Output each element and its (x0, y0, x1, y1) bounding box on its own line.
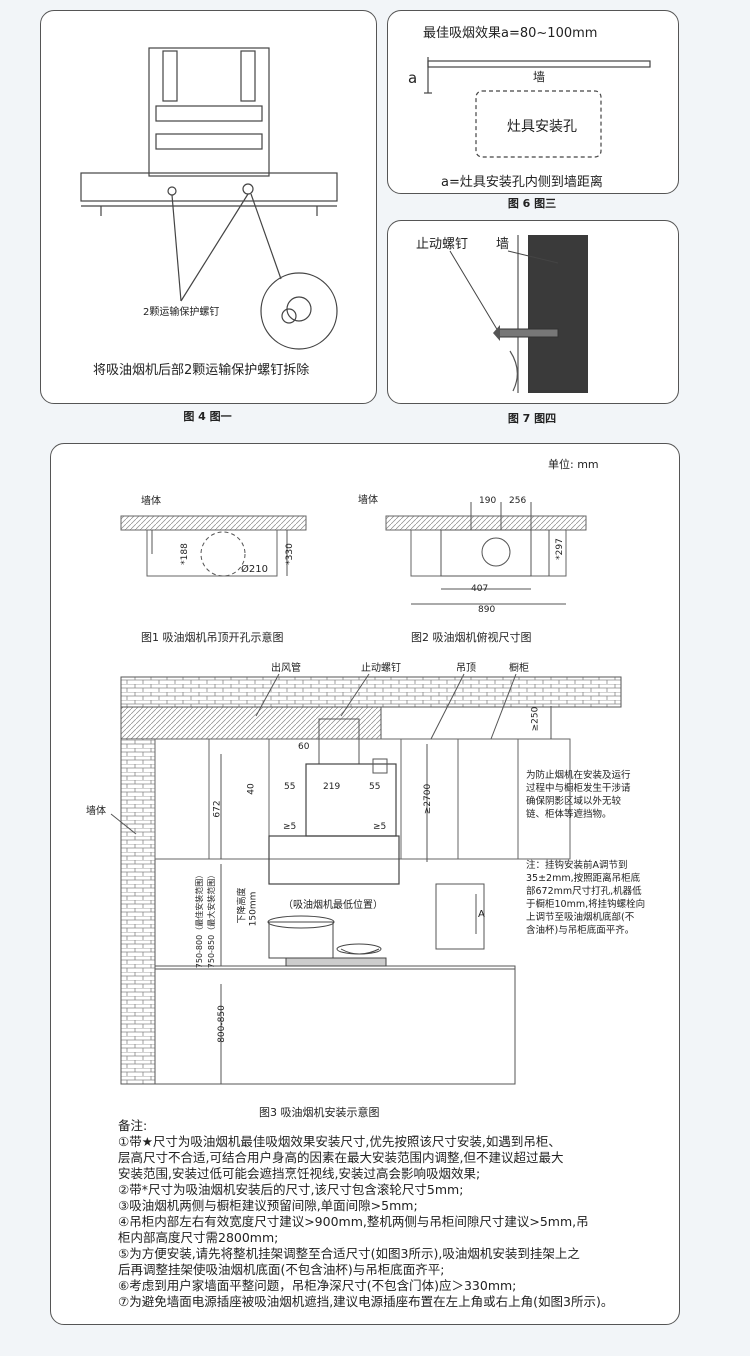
f3-d55a: 55 (284, 782, 296, 792)
note-a-line: 于橱柜10mm,将挂钩螺栓向 (526, 899, 646, 910)
note-line: 备注: (118, 1118, 148, 1133)
note-line: ③吸油烟机两侧与橱柜建议预留间隙,单面间隙>5mm; (118, 1198, 418, 1213)
fig7-screw: 止动螺钉 (416, 237, 469, 252)
f3-note-a: 注：挂钩安装前A调节到 35±2mm,按照距离吊柜底 部672mm尺寸打孔,机器… (526, 859, 645, 937)
fig6-drawing (424, 57, 651, 158)
f3-wall: 墙体 (86, 806, 106, 817)
note-a-line: 部672mm尺寸打孔,机器低 (526, 886, 642, 897)
fig6-panel: 最佳吸烟效果a=80~100mm a 墙 灶具安装孔 a=灶具安装孔内侧到墙距离 (387, 10, 679, 194)
f3-d60: 60 (298, 742, 310, 752)
fig6-title: 最佳吸烟效果a=80~100mm (423, 26, 598, 41)
fig6-caption: 图 6 图三 (507, 197, 557, 210)
f3-d40: 40 (246, 783, 257, 795)
f3-gap1: ≥5 (283, 822, 297, 832)
fig7-panel: 止动螺钉 墙 (387, 220, 679, 404)
f3-caption: 图3 吸油烟机安装示意图 (259, 1106, 380, 1119)
note-line: ④吊柜内部左右有效宽度尺寸建议>900mm,整机两侧与吊柜间隙尺寸建议>5mm,… (118, 1214, 589, 1229)
note-a-line: 注：挂钩安装前A调节到 (526, 860, 628, 871)
f3-d2700: ≥2700 (423, 783, 434, 815)
note-line: ⑦为避免墙面电源插座被吸油烟机遮挡,建议电源插座布置在左上角或右上角(如图3所示… (118, 1294, 614, 1309)
f2-d890: 890 (478, 605, 496, 615)
f3-duct: 出风管 (271, 663, 301, 674)
f1-wall: 墙体 (141, 496, 161, 507)
f1-dia: Ø210 (241, 564, 268, 575)
f2-d297: *297 (554, 538, 565, 560)
fig4-callout: 2颗运输保护螺钉 (143, 307, 220, 318)
note-a-line: 35±2mm,按照距离吊柜底 (526, 873, 641, 884)
f1-caption: 图1 吸油烟机吊顶开孔示意图 (141, 631, 284, 644)
fig6-desc: a=灶具安装孔内侧到墙距离 (441, 175, 603, 190)
note-line: 层高尺寸不合适,可结合用户身高的因素在最大安装范围内调整,但不建议超过最大 (118, 1150, 564, 1165)
unit-label: 单位: mm (548, 458, 599, 471)
note-right-line: 链、柜体等遮挡物。 (526, 809, 612, 820)
note-a-line: 含油杯)与吊柜底面平齐。 (526, 925, 635, 936)
f3-d55b: 55 (369, 782, 381, 792)
fig7-wall: 墙 (496, 237, 510, 252)
note-a-line: 上调节至吸油烟机底部(不 (526, 912, 635, 923)
f3-A: A (478, 909, 485, 920)
f3-drop: 下降高度 (237, 887, 248, 924)
note-line: ①带★尺寸为吸油烟机最佳吸烟效果安装尺寸,优先按照该尺寸安装,如遇到吊柜、 (118, 1134, 561, 1149)
f3-gap2: ≥5 (373, 822, 387, 832)
fig6-hole: 灶具安装孔 (507, 119, 577, 135)
fig4-panel: 2颗运输保护螺钉 将吸油烟机后部2颗运输保护螺钉拆除 (40, 10, 377, 404)
f1-d330: *330 (284, 543, 295, 565)
f3-d250: ≥250 (530, 706, 541, 732)
fig4-drawing (80, 47, 338, 350)
f3-range2: 750-850（最大安装范围） (207, 870, 217, 969)
note-line: 安装范围,安装过低可能会遮挡烹饪视线,安装过高会影响吸烟效果; (118, 1166, 481, 1181)
f3-screw: 止动螺钉 (361, 663, 401, 674)
fig7-drawing (449, 235, 588, 393)
f2-caption: 图2 吸油烟机俯视尺寸图 (411, 631, 532, 644)
f2-d190: 190 (479, 496, 497, 506)
f3-d800: 800-850 (216, 1005, 227, 1043)
f3-cabinet: 橱柜 (509, 663, 529, 674)
note-right-line: 确保阴影区域以外无较 (526, 796, 622, 807)
fig6-wall: 墙 (533, 70, 546, 84)
note-line: 柜内部高度尺寸需2800mm; (118, 1230, 279, 1245)
notes-block: 备注: ①带★尺寸为吸油烟机最佳吸烟效果安装尺寸,优先按照该尺寸安装,如遇到吊柜… (118, 1118, 613, 1310)
f3-d672: 672 (212, 800, 223, 818)
fig4-instruction: 将吸油烟机后部2颗运输保护螺钉拆除 (93, 363, 310, 378)
main-panel: 单位: mm (50, 443, 680, 1325)
note-right-line: 过程中与橱柜发生干涉请 (526, 783, 631, 794)
f3-ceiling: 吊顶 (456, 663, 476, 674)
f2-d256: 256 (509, 496, 527, 506)
f2-d407: 407 (471, 584, 489, 594)
f3-note-right: 为防止烟机在安装及运行 过程中与橱柜发生干涉请 确保阴影区域以外无较 链、柜体等… (526, 769, 631, 821)
note-line: ⑤为方便安装,请先将整机挂架调整至合适尺寸(如图3所示),吸油烟机安装到挂架上之 (118, 1246, 580, 1261)
fig4-caption: 图 4 图一 (183, 410, 232, 423)
fig7-caption: 图 7 图四 (507, 412, 557, 425)
note-line: 后再调整挂架使吸油烟机底面(不包含油杯)与吊柜底面齐平; (118, 1262, 445, 1277)
f1-d188: *188 (179, 543, 190, 565)
f3-lowest: （吸油烟机最低位置） (283, 900, 383, 911)
f3-d219: 219 (323, 782, 341, 792)
fig6-a-label: a (408, 69, 418, 87)
f3-drop2: 150mm (248, 891, 259, 927)
note-line: ②带*尺寸为吸油烟机安装后的尺寸,该尺寸包含滚轮尺寸5mm; (118, 1182, 464, 1197)
note-line: ⑥考虑到用户家墙面平整问题，吊柜净深尺寸(不包含门体)应＞330mm; (118, 1278, 517, 1293)
note-right-line: 为防止烟机在安装及运行 (526, 770, 631, 781)
main-drawing (110, 502, 622, 1085)
f2-wall: 墙体 (358, 495, 378, 506)
f3-range1: 750-800（最佳安装范围） (195, 870, 205, 969)
